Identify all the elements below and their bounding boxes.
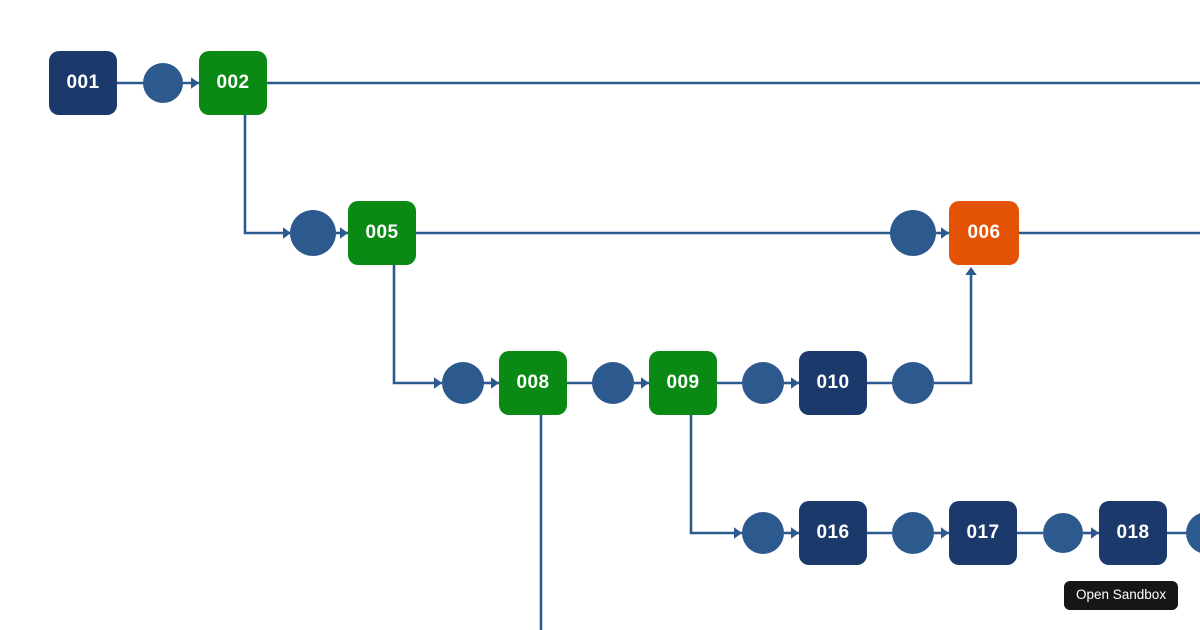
- graph-node-008[interactable]: 008: [499, 351, 567, 415]
- graph-node-010[interactable]: 010: [799, 351, 867, 415]
- connector-port-p11[interactable]: [1186, 512, 1200, 554]
- connector-port-p3[interactable]: [890, 210, 936, 256]
- graph-node-label: 008: [516, 372, 550, 393]
- graph-node-009[interactable]: 009: [649, 351, 717, 415]
- graph-node-016[interactable]: 016: [799, 501, 867, 565]
- graph-node-001[interactable]: 001: [49, 51, 117, 115]
- edge-arrowhead: [641, 377, 649, 389]
- connector-port-p10[interactable]: [1043, 513, 1083, 553]
- edge-arrowhead: [491, 377, 499, 389]
- graph-node-label: 006: [967, 222, 1001, 243]
- connector-port-p5[interactable]: [592, 362, 634, 404]
- graph-node-006[interactable]: 006: [949, 201, 1019, 265]
- edge-arrowhead: [283, 227, 291, 239]
- graph-node-label: 002: [216, 72, 250, 93]
- edge-arrowhead: [791, 377, 799, 389]
- connector-port-p6[interactable]: [742, 362, 784, 404]
- edge: [689, 415, 742, 535]
- graph-node-label: 016: [816, 522, 850, 543]
- graph-node-label: 005: [365, 222, 399, 243]
- graph-node-017[interactable]: 017: [949, 501, 1017, 565]
- edge-arrowhead: [791, 527, 799, 539]
- graph-node-label: 010: [816, 372, 850, 393]
- connector-port-p9[interactable]: [892, 512, 934, 554]
- connector-port-p8[interactable]: [742, 512, 784, 554]
- open-sandbox-tooltip: Open Sandbox: [1064, 581, 1179, 610]
- edge-arrowhead: [434, 377, 442, 389]
- graph-node-label: 009: [666, 372, 700, 393]
- graph-node-005[interactable]: 005: [348, 201, 416, 265]
- edge-arrowhead: [965, 267, 977, 275]
- edge: [243, 115, 291, 235]
- connector-port-p7[interactable]: [892, 362, 934, 404]
- connector-port-p4[interactable]: [442, 362, 484, 404]
- graph-node-label: 001: [66, 72, 100, 93]
- connector-port-p2[interactable]: [290, 210, 336, 256]
- graph-node-label: 017: [966, 522, 1000, 543]
- graph-node-label: 018: [1116, 522, 1150, 543]
- graph-node-002[interactable]: 002: [199, 51, 267, 115]
- edge: [934, 273, 973, 385]
- edge-arrowhead: [734, 527, 742, 539]
- connector-port-p1[interactable]: [143, 63, 183, 103]
- edge-arrowhead: [941, 527, 949, 539]
- edge-arrowhead: [191, 77, 199, 89]
- edge-arrowhead: [340, 227, 348, 239]
- edge-arrowhead: [1091, 527, 1099, 539]
- edge: [392, 265, 442, 385]
- edge-arrowhead: [941, 227, 949, 239]
- graph-node-018[interactable]: 018: [1099, 501, 1167, 565]
